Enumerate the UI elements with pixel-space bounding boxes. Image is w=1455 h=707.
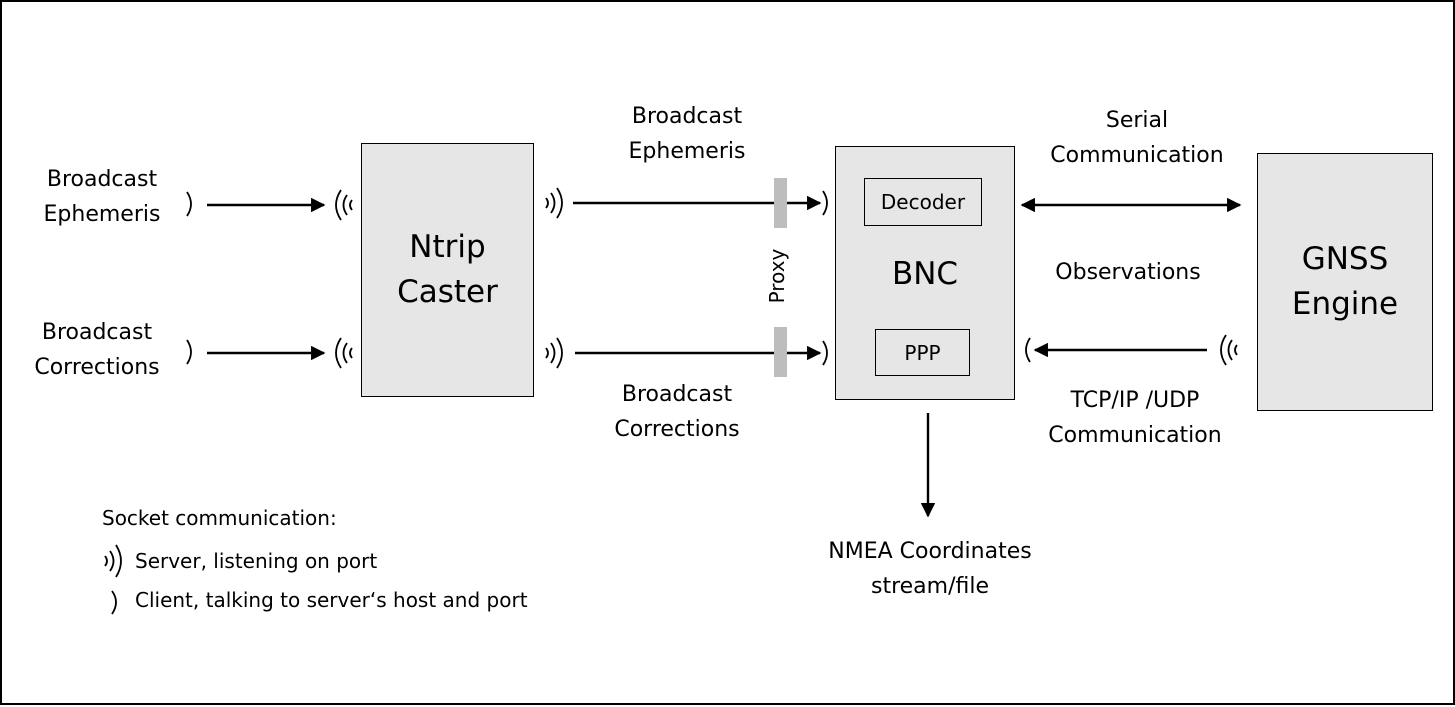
- corrections-input-label: Broadcast Corrections: [24, 315, 170, 385]
- client-socket-icon: [1025, 337, 1031, 363]
- ntrip-caster-box: Ntrip Caster: [361, 143, 534, 397]
- server-socket-icon: [545, 337, 563, 369]
- server-socket-icon: [335, 189, 353, 221]
- mid-ephemeris-label-line2: Ephemeris: [628, 139, 746, 164]
- client-socket-icon: [822, 190, 828, 216]
- gnss-engine-title: GNSS Engine: [1292, 237, 1398, 327]
- ntrip-caster-title-line2: Caster: [397, 274, 498, 310]
- nmea-output-label-line1: NMEA Coordinates: [828, 539, 1032, 564]
- client-socket-icon: [111, 590, 117, 615]
- tcp-label: TCP/IP /UDP Communication: [1037, 383, 1233, 453]
- legend-title: Socket communication:: [102, 506, 337, 530]
- ephemeris-input-label: Broadcast Ephemeris: [32, 162, 172, 232]
- gnss-engine-title-line1: GNSS: [1301, 241, 1389, 277]
- mid-ephemeris-label: Broadcast Ephemeris: [614, 99, 760, 169]
- server-socket-icon: [1220, 334, 1238, 366]
- serial-label-line2: Communication: [1050, 143, 1224, 168]
- mid-corrections-label-line2: Corrections: [614, 417, 740, 442]
- tcp-label-line1: TCP/IP /UDP: [1070, 388, 1200, 413]
- mid-ephemeris-label-line1: Broadcast: [631, 104, 743, 129]
- observations-label: Observations: [1055, 260, 1201, 285]
- legend-server-text: Server, listening on port: [135, 549, 378, 573]
- server-socket-icon: [545, 187, 563, 219]
- ephemeris-input-label-line2: Ephemeris: [43, 202, 161, 227]
- bnc-title: BNC: [891, 255, 959, 292]
- proxy-bar-bottom: [774, 327, 787, 377]
- proxy-bar-top: [774, 178, 787, 228]
- corrections-input-label-line1: Broadcast: [41, 320, 153, 345]
- client-socket-icon: [186, 339, 192, 365]
- mid-corrections-label: Broadcast Corrections: [602, 377, 752, 447]
- gnss-engine-title-line2: Engine: [1291, 286, 1399, 322]
- nmea-output-label: NMEA Coordinates stream/file: [812, 534, 1048, 604]
- tcp-label-line2: Communication: [1048, 423, 1222, 448]
- server-socket-icon: [104, 544, 122, 578]
- legend-client-text: Client, talking to server‘s host and por…: [135, 588, 528, 612]
- gnss-engine-box: GNSS Engine: [1257, 153, 1433, 411]
- proxy-label: Proxy: [765, 248, 789, 304]
- corrections-input-label-line2: Corrections: [34, 355, 160, 380]
- serial-label-line1: Serial: [1105, 108, 1169, 133]
- ntrip-caster-title-line1: Ntrip: [409, 229, 486, 265]
- ntrip-caster-title: Ntrip Caster: [397, 225, 498, 315]
- ppp-box: PPP: [875, 329, 970, 376]
- client-socket-icon: [822, 340, 828, 366]
- serial-label: Serial Communication: [1042, 103, 1232, 173]
- ephemeris-input-label-line1: Broadcast: [46, 167, 158, 192]
- nmea-output-label-line2: stream/file: [870, 574, 989, 599]
- server-socket-icon: [335, 337, 353, 369]
- decoder-box: Decoder: [864, 178, 982, 226]
- client-socket-icon: [186, 191, 192, 217]
- mid-corrections-label-line1: Broadcast: [621, 382, 733, 407]
